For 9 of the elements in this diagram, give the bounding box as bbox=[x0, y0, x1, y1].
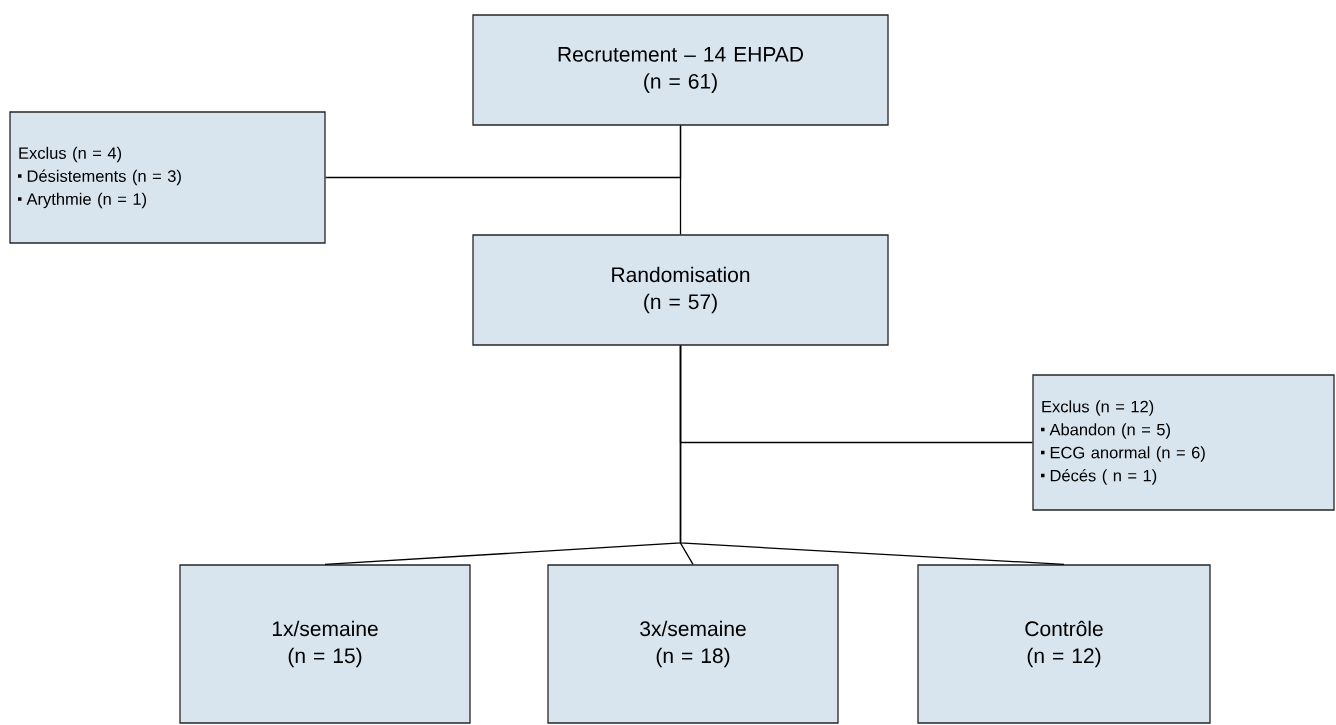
connector-line bbox=[679, 345, 1065, 565]
process-box: 1x/semaine (n = 15) bbox=[179, 564, 471, 724]
connector-line bbox=[325, 125, 682, 179]
process-box: 3x/semaine (n = 18) bbox=[547, 564, 839, 724]
process-box: Contrôle (n = 12) bbox=[917, 564, 1211, 724]
process-box: Randomisation (n = 57) bbox=[472, 234, 889, 346]
exclusion-box: Exclus (n = 4) Désistements (n = 3) Arythmie (n = 1) bbox=[9, 111, 326, 244]
exclusion-box: Exclus (n = 12) Abandon (n = 5) ECG anormal (n = 6) Décés ( n = 1) bbox=[1032, 374, 1335, 511]
process-box: Recrutement – 14 EHPAD (n = 61) bbox=[472, 14, 889, 126]
